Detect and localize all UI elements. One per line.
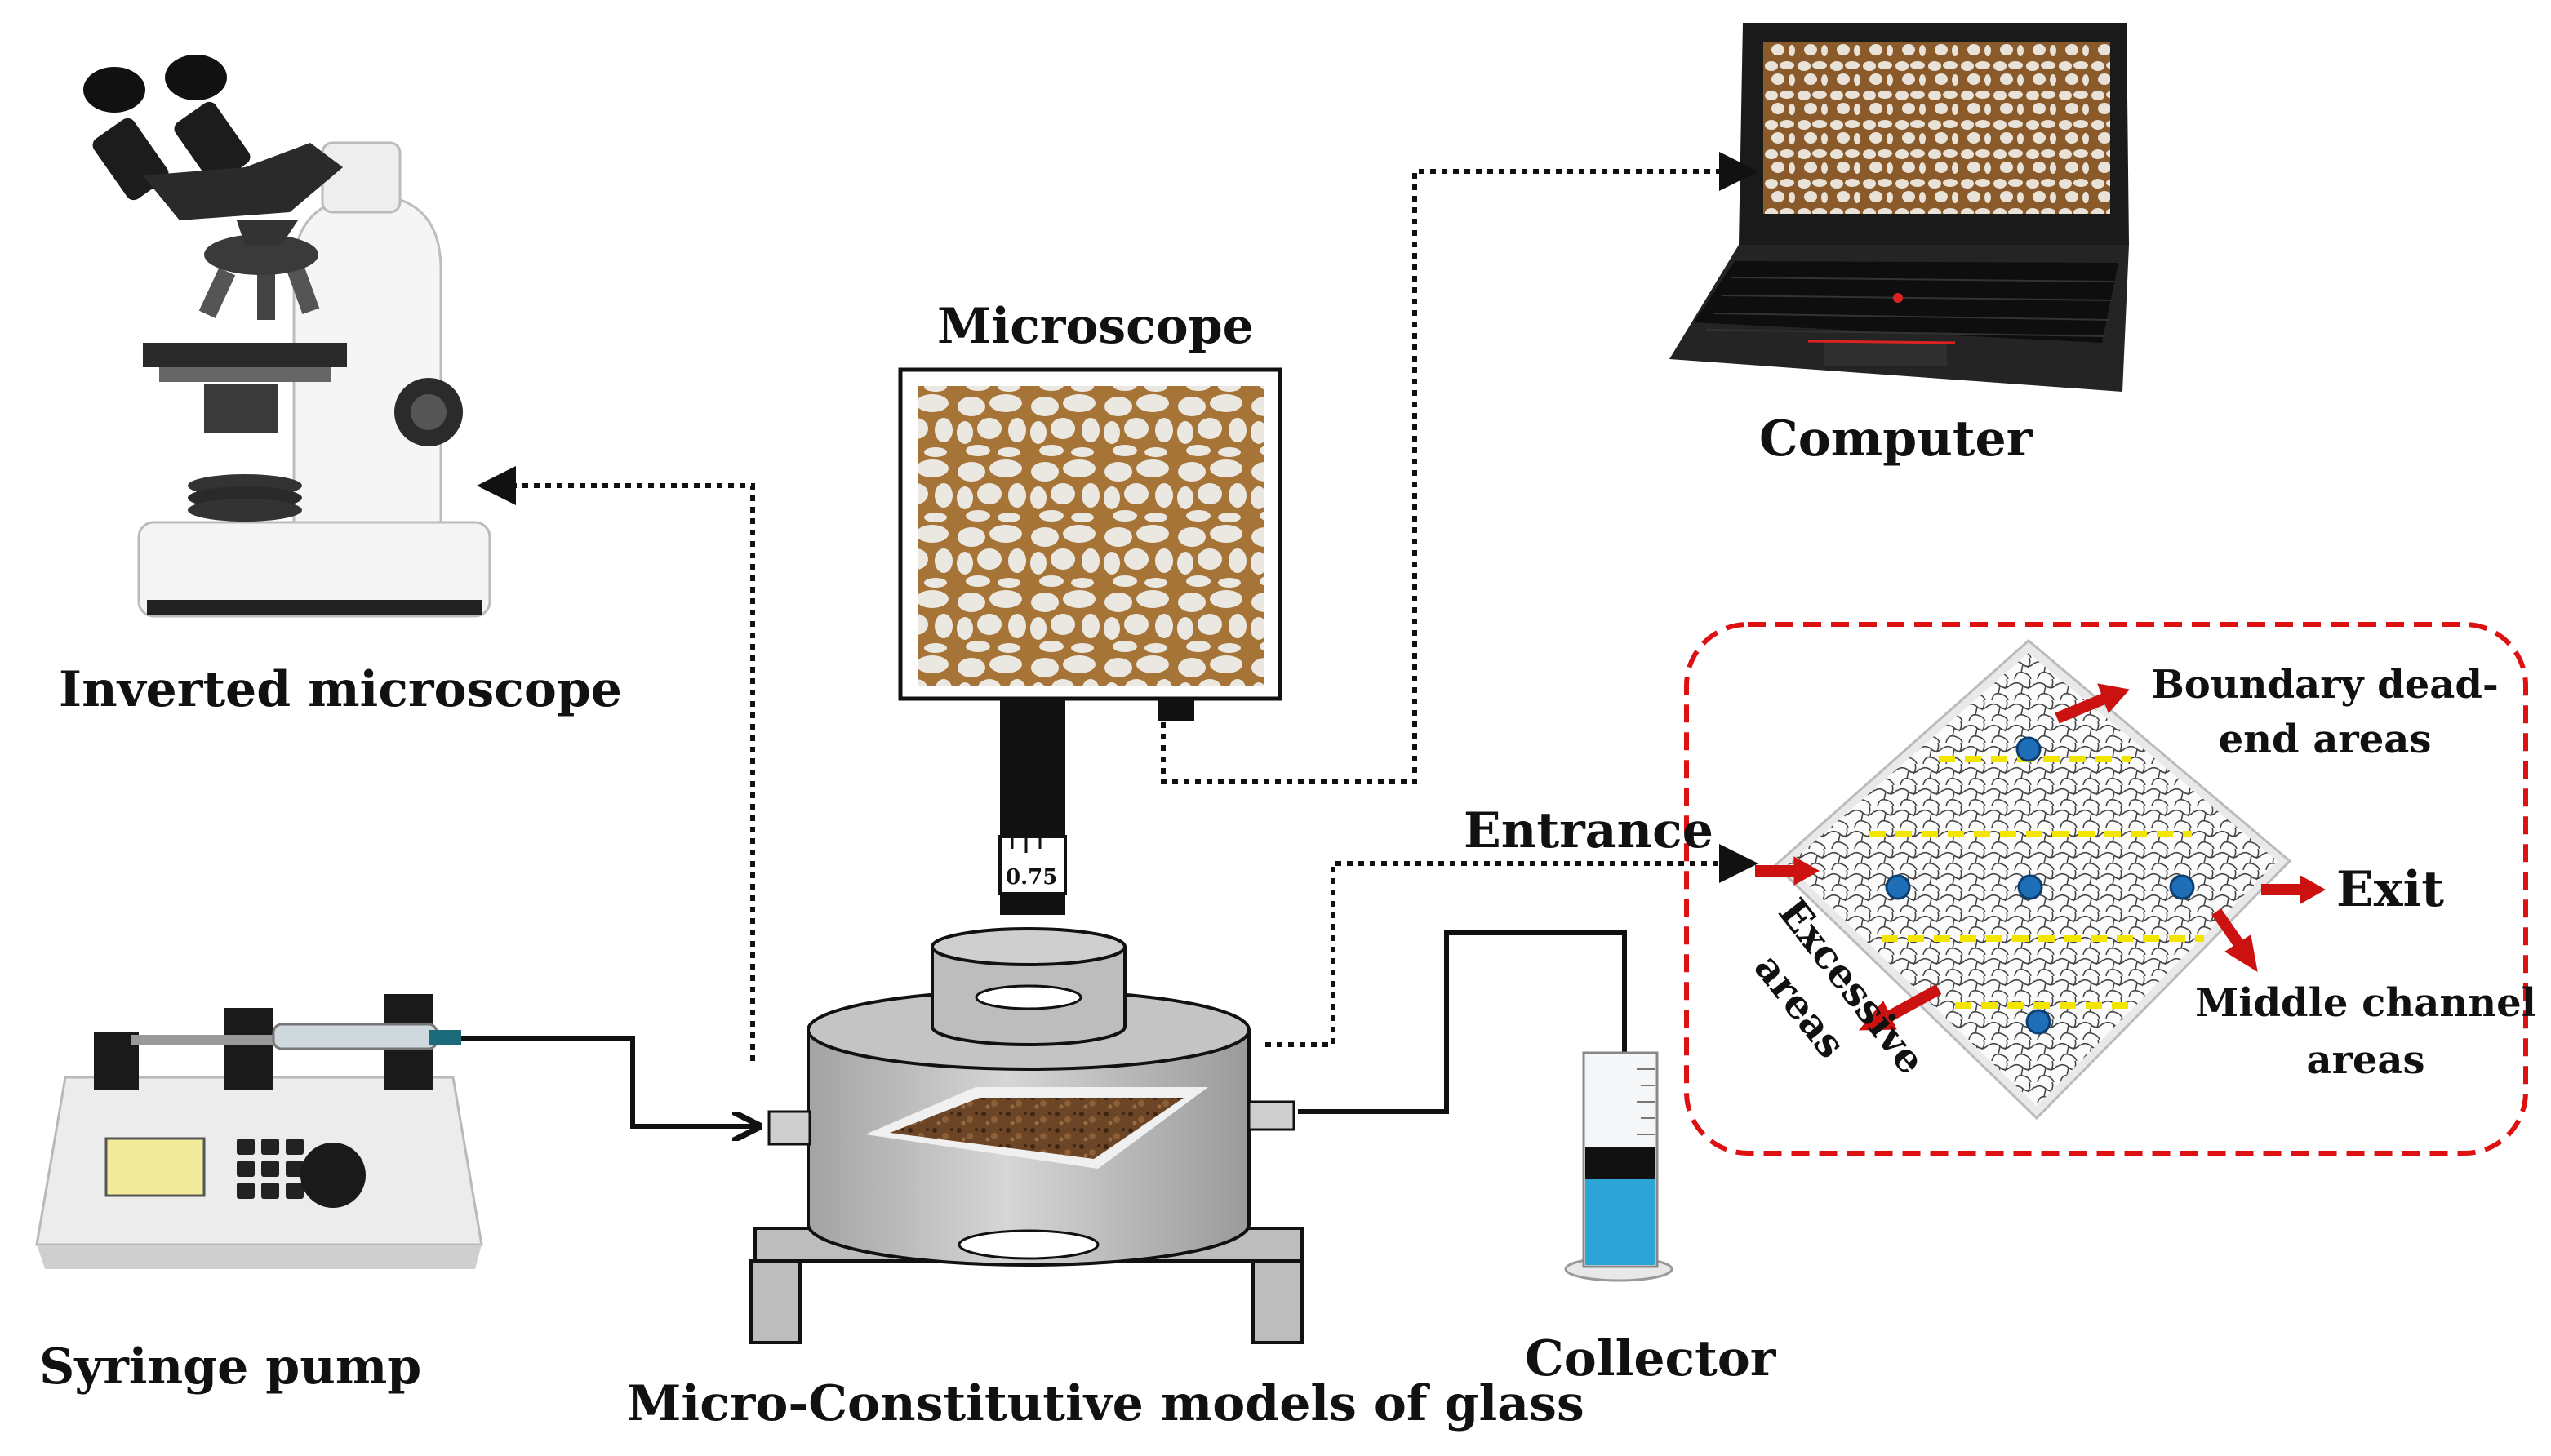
microscope-label: Microscope bbox=[937, 298, 1254, 355]
syringe-pump-icon bbox=[35, 994, 483, 1269]
middle-label-line2: areas bbox=[2306, 1037, 2425, 1083]
inverted-microscope-label: Inverted microscope bbox=[59, 661, 622, 718]
dotted-connectors bbox=[477, 152, 1758, 1061]
graduated-cylinder-icon bbox=[1564, 1051, 1673, 1282]
microscope-icon bbox=[83, 55, 491, 618]
laptop-icon bbox=[1669, 23, 2129, 392]
computer-label: Computer bbox=[1759, 411, 2033, 468]
collector-label: Collector bbox=[1525, 1330, 1776, 1387]
micromodel-detail bbox=[1684, 622, 2528, 1156]
boundary-label-line2: end areas bbox=[2218, 717, 2432, 762]
flow-lines bbox=[461, 930, 1624, 1126]
microscope-display bbox=[898, 367, 1282, 915]
syringe-pump-label: Syringe pump bbox=[39, 1338, 422, 1396]
boundary-label-line1: Boundary dead- bbox=[2151, 662, 2499, 708]
scale-value: 0.75 bbox=[1006, 865, 1058, 890]
model-label: Micro-Constitutive models of glass bbox=[627, 1375, 1584, 1432]
sample-holder-icon bbox=[749, 927, 1304, 1344]
exit-label: Exit bbox=[2336, 861, 2445, 918]
entrance-label: Entrance bbox=[1464, 802, 1713, 859]
middle-label-line1: Middle channel bbox=[2195, 980, 2536, 1026]
